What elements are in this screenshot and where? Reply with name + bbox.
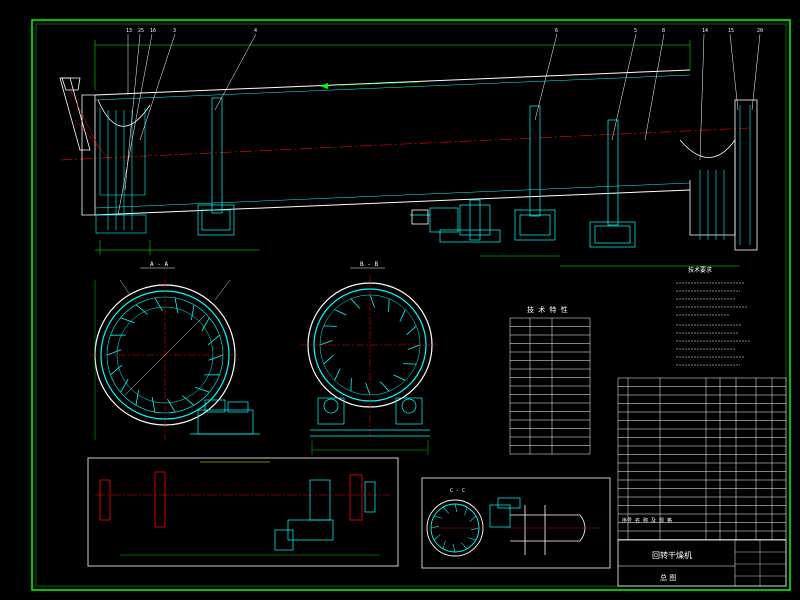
lifting-flight <box>207 334 220 346</box>
lifting-flight <box>334 309 347 316</box>
lifting-flight <box>470 527 480 531</box>
lifting-flight <box>454 503 458 513</box>
tech-spec-table: 技 术 特 性 <box>509 305 591 455</box>
drawing-subtitle: 总 图 <box>660 573 676 582</box>
svg-text:25: 25 <box>138 28 144 34</box>
support-roller-3 <box>589 119 636 248</box>
lifting-flight <box>365 382 371 396</box>
drive-detail-view <box>87 457 399 567</box>
lifting-flight <box>430 525 440 529</box>
lifting-flight <box>379 381 390 392</box>
drum-centerline <box>59 127 751 161</box>
section-b-view: B - B <box>300 261 440 455</box>
lifting-flight <box>399 309 406 322</box>
section-a-label: A - A <box>150 261 168 268</box>
svg-text:5: 5 <box>634 28 637 34</box>
tech-table-title: 技 术 特 性 <box>527 305 568 314</box>
svg-text:15: 15 <box>728 28 734 34</box>
lifting-flight <box>434 515 443 519</box>
lifting-flight <box>393 374 406 381</box>
dimension-lines <box>94 40 740 267</box>
lifting-flight <box>452 543 456 553</box>
inlet-hood <box>81 94 96 216</box>
svg-text:4: 4 <box>254 28 257 34</box>
svg-text:13: 13 <box>126 28 132 34</box>
lifting-flight <box>442 506 449 514</box>
lifting-flight <box>174 297 179 313</box>
svg-text:14: 14 <box>702 28 708 34</box>
title-block: 回转干燥机 总 图 序号 名 称 及 规 格 <box>617 517 787 587</box>
lifting-flight <box>467 537 476 541</box>
lifting-flight <box>319 340 333 346</box>
lifting-flight <box>350 378 352 392</box>
lifting-flight <box>388 298 390 312</box>
feed-chute <box>61 77 81 91</box>
svg-text:6: 6 <box>555 28 558 34</box>
lifting-flight <box>182 395 195 406</box>
parts-list-table <box>617 377 787 540</box>
lifting-flight <box>323 325 337 327</box>
section-b-flights <box>319 294 421 396</box>
lifting-flight <box>334 368 341 381</box>
lifting-flight <box>208 354 224 361</box>
support-roller-1 <box>197 97 235 236</box>
lifting-flight <box>464 507 468 516</box>
svg-text:8: 8 <box>662 28 665 34</box>
svg-text:16: 16 <box>150 28 156 34</box>
lifting-flight <box>406 325 417 336</box>
section-b-label: B - B <box>360 261 378 268</box>
lifting-flight <box>194 386 210 393</box>
sheet-border <box>31 19 791 591</box>
section-b-rollers <box>310 397 430 437</box>
section-a-drive <box>190 399 260 435</box>
lifting-flight <box>403 363 417 365</box>
lifting-flight <box>201 317 210 332</box>
lifting-flight <box>461 542 468 550</box>
drive-assembly <box>410 199 501 243</box>
lifting-flight <box>191 304 195 320</box>
lifting-flight <box>369 294 375 308</box>
balloon-leaders <box>117 33 761 216</box>
balloon-labels: 13 25 16 3 4 6 5 8 14 15 20 <box>126 28 763 34</box>
support-roller-2 <box>514 105 556 241</box>
main-elevation-view: 13 25 16 3 4 6 5 8 14 15 20 <box>59 28 763 267</box>
section-a-flights <box>106 297 224 413</box>
lifting-flight <box>442 540 446 549</box>
drawing-title: 回转干燥机 <box>652 550 692 560</box>
lifting-flight <box>120 317 136 324</box>
lifting-flight <box>135 304 148 315</box>
lifting-flight <box>106 349 122 356</box>
sheet-border-inner <box>35 23 787 587</box>
lifting-flight <box>433 534 441 541</box>
technical-notes: 技术要求 <box>676 266 750 366</box>
lifting-flight <box>120 378 129 393</box>
lifting-flight <box>469 515 477 522</box>
section-c-label: C - C <box>450 488 465 494</box>
lifting-flight <box>154 297 163 312</box>
lifting-flight <box>135 390 139 406</box>
notes-title: 技术要求 <box>688 266 712 274</box>
lifting-flight <box>167 398 176 413</box>
section-a-view: A - A <box>90 261 260 440</box>
lifting-flight <box>151 397 156 413</box>
drum-top-edge <box>94 69 691 96</box>
svg-text:3: 3 <box>173 28 176 34</box>
svg-text:20: 20 <box>757 28 763 34</box>
lifting-flight <box>323 354 334 365</box>
drum-bottom-edge <box>94 189 691 216</box>
parts-list-header: 序号 名 称 及 规 格 <box>622 517 672 524</box>
lifting-flight <box>110 364 123 376</box>
lifting-flight <box>407 344 421 350</box>
section-c-view: C - C <box>421 477 611 569</box>
lifting-flight <box>350 298 361 309</box>
